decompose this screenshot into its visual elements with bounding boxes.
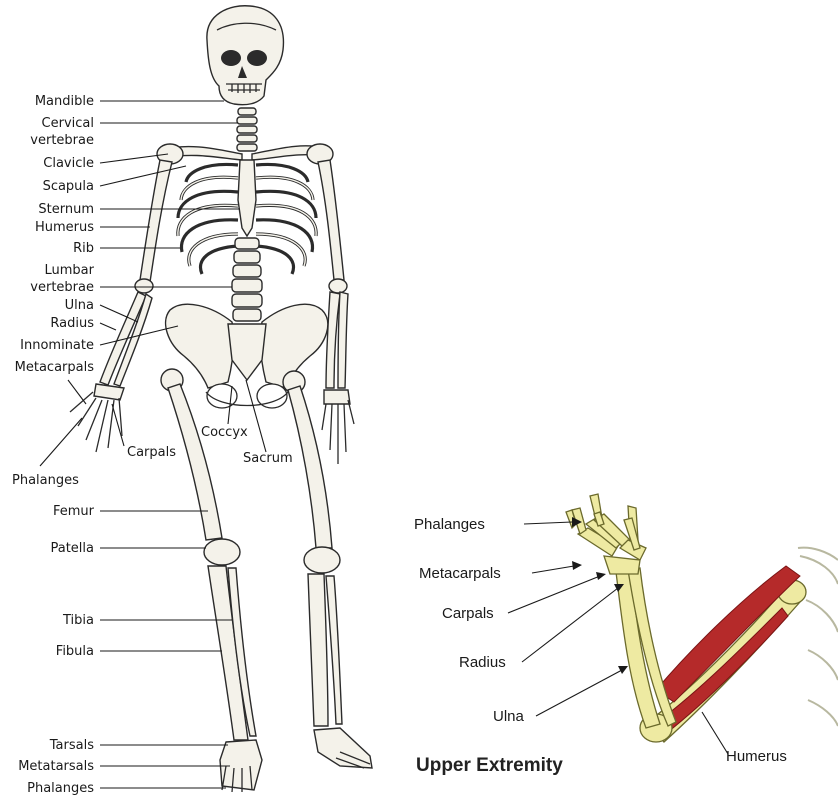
label-innominate: Innominate [20,338,94,353]
arm-illustration [566,494,838,742]
label-phalanges-hand: Phalanges [12,473,79,488]
arm-label-humerus: Humerus [726,748,787,765]
label-sacrum: Sacrum [243,451,293,466]
label-metatarsals: Metatarsals [18,759,94,774]
label-cervical-2: vertebrae [30,133,94,148]
label-femur: Femur [53,504,95,519]
label-metacarpals: Metacarpals [15,360,95,375]
label-rib: Rib [73,241,94,256]
arm-title: Upper Extremity [416,755,563,776]
label-lumbar-2: vertebrae [30,280,94,295]
skull [207,6,284,105]
arm-biceps [656,566,800,702]
label-fibula: Fibula [56,644,94,659]
leg-left [283,371,372,768]
label-radius: Radius [50,316,94,331]
arm-label-radius: Radius [459,654,506,671]
label-clavicle: Clavicle [43,156,94,171]
label-humerus: Humerus [35,220,94,235]
skeleton-illustration [70,6,372,792]
sternum [238,160,256,236]
label-scapula: Scapula [43,179,94,194]
label-patella: Patella [50,541,94,556]
label-cervical-1: Cervical [42,116,94,131]
lumbar-spine [232,238,262,321]
label-tarsals: Tarsals [49,738,94,753]
arm-label-metacarpals: Metacarpals [419,565,501,582]
label-sternum: Sternum [38,202,94,217]
label-coccyx: Coccyx [201,425,248,440]
label-lumbar-1: Lumbar [45,263,95,278]
label-phalanges-foot: Phalanges [27,781,94,796]
label-ulna: Ulna [65,298,94,313]
arm-label-ulna: Ulna [493,708,525,725]
arm-label-phalanges: Phalanges [414,516,485,533]
cervical-spine [237,108,257,151]
label-tibia: Tibia [62,613,94,628]
arm-labels: Phalanges Metacarpals Carpals Radius Uln… [414,516,787,776]
arm-leader-lines [508,517,728,754]
label-carpals: Carpals [127,445,176,460]
label-mandible: Mandible [35,94,94,109]
arm-label-carpals: Carpals [442,605,494,622]
